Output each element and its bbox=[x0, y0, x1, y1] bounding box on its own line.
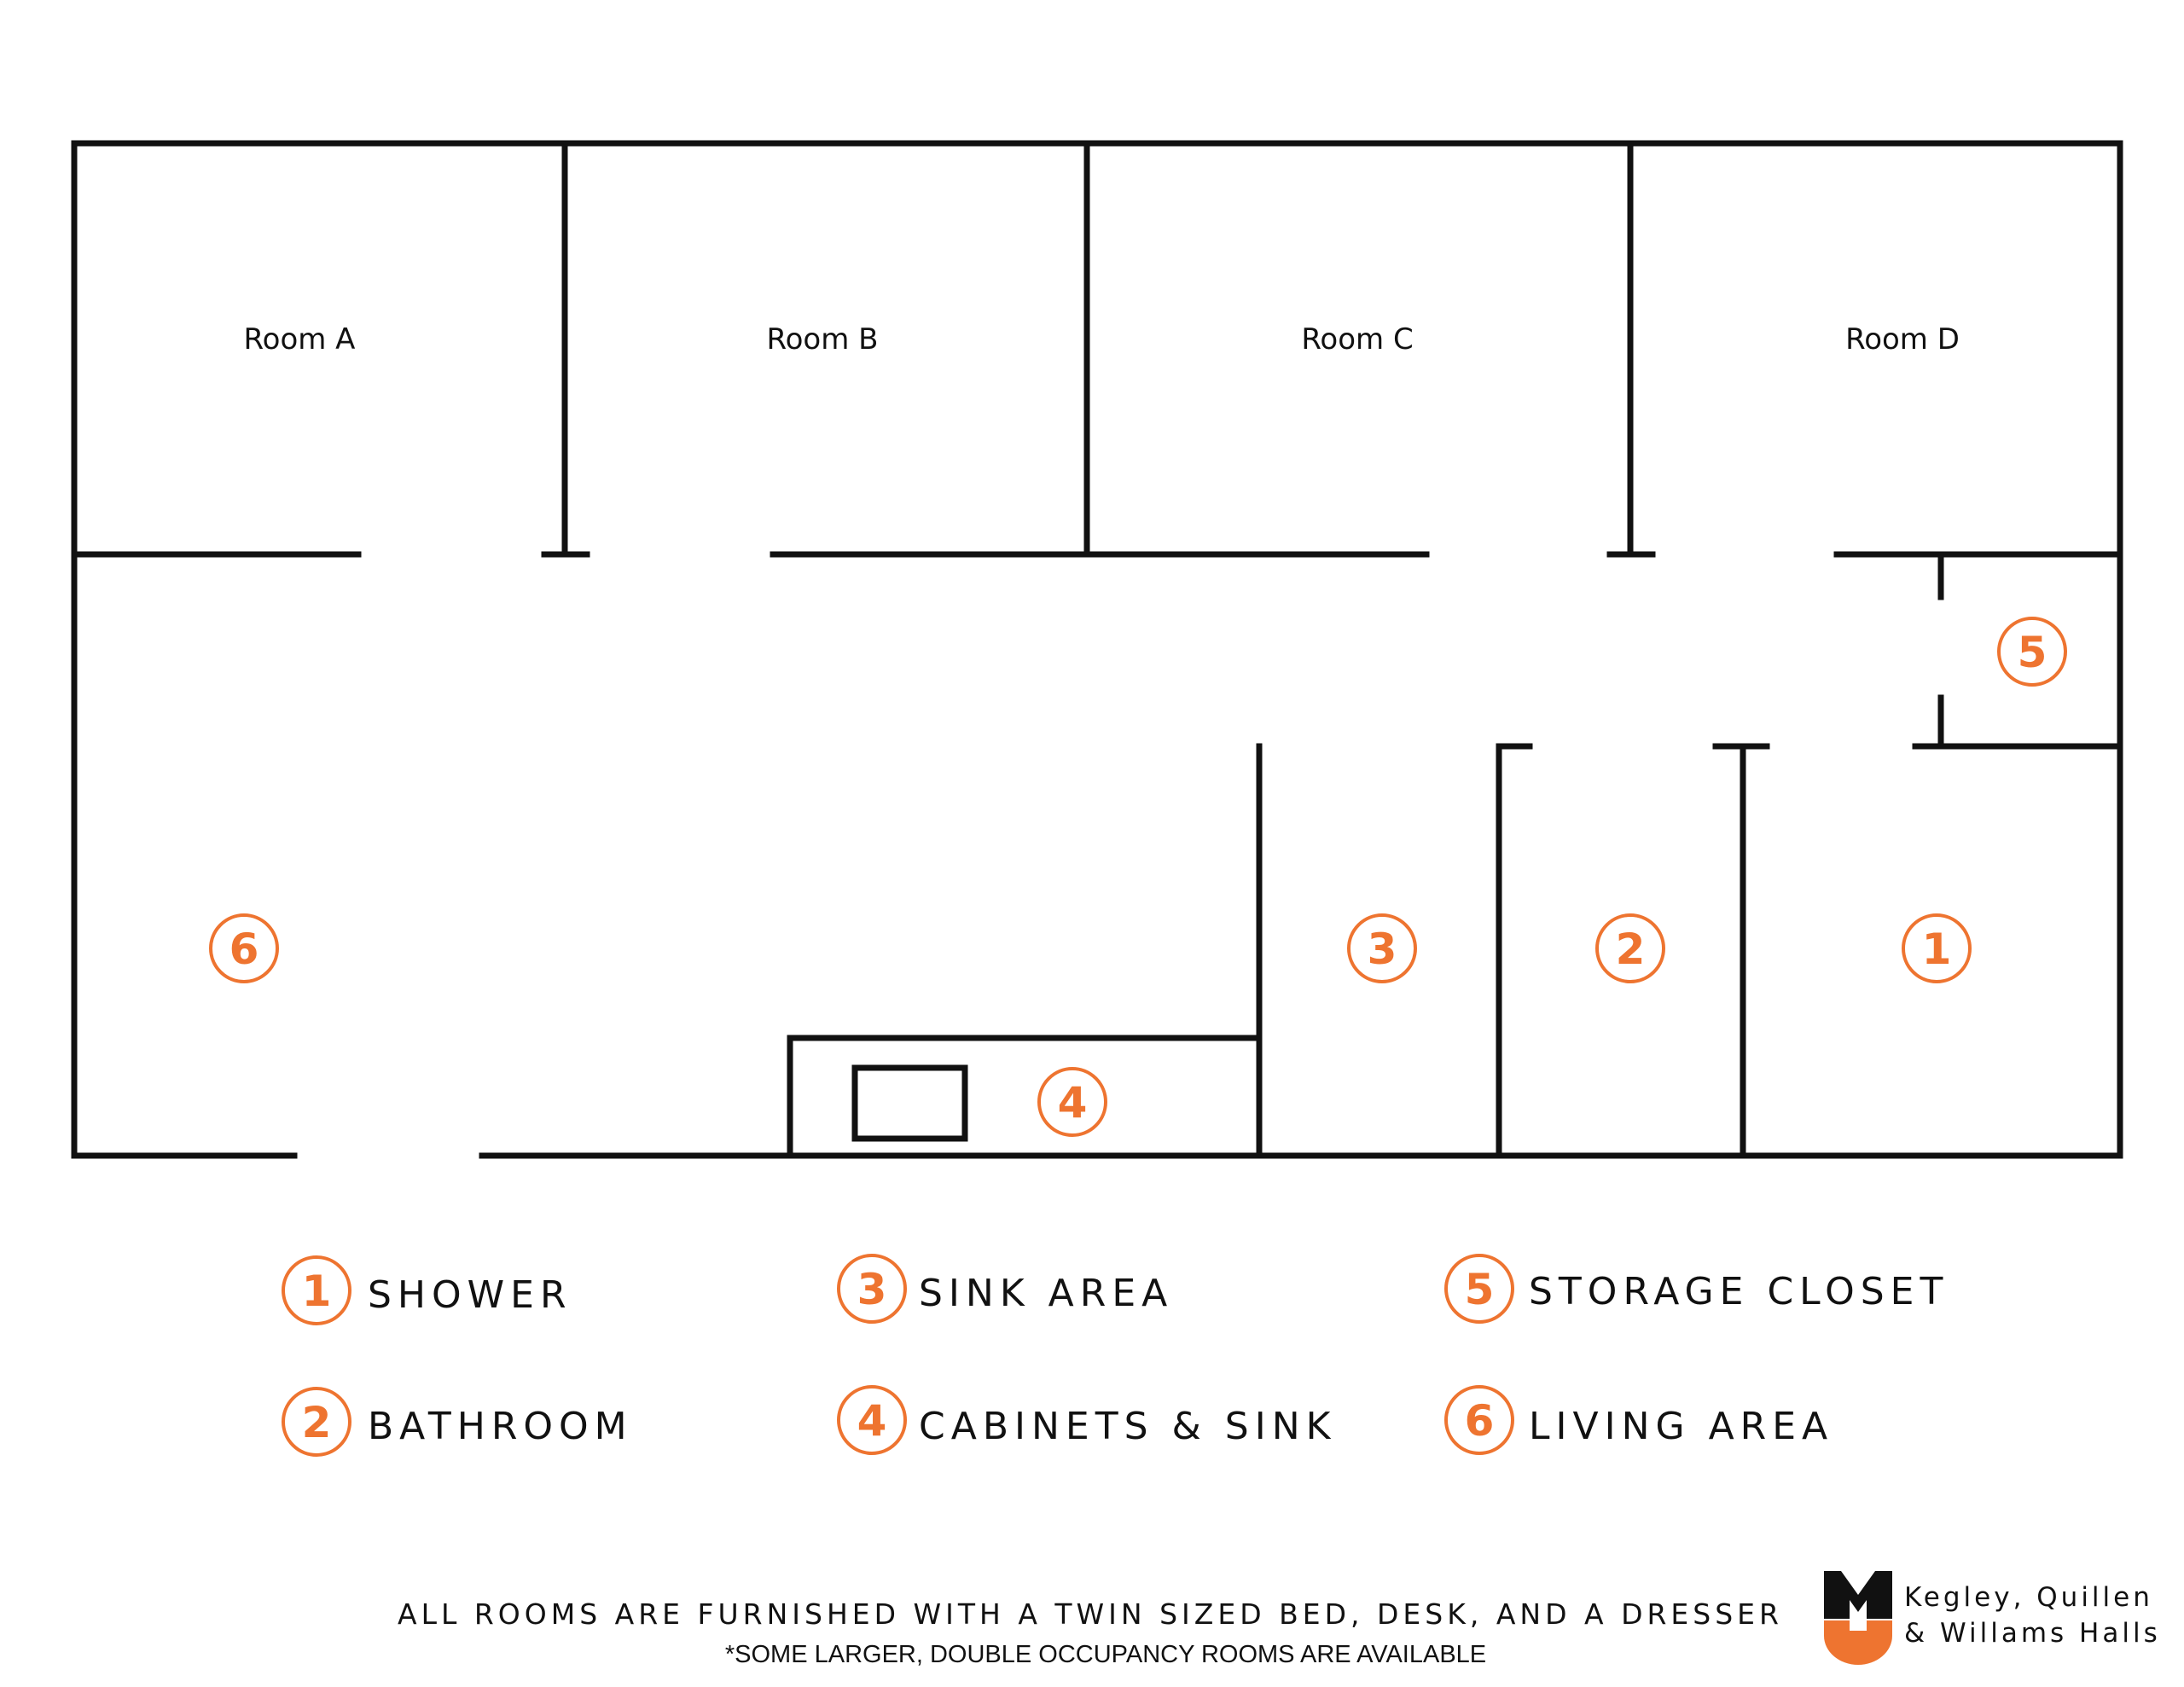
footer-furnishing-note: ALL ROOMS ARE FURNISHED WITH A TWIN SIZE… bbox=[398, 1597, 1783, 1631]
marker-cabinets-sink-number: 4 bbox=[1058, 1078, 1088, 1128]
walls bbox=[71, 140, 2123, 1159]
legend-item-label: CABINETS & SINK bbox=[919, 1405, 1336, 1448]
room-b-label: Room B bbox=[767, 322, 879, 357]
footer: ALL ROOMS ARE FURNISHED WITH A TWIN SIZE… bbox=[398, 1597, 1783, 1668]
room-d-label: Room D bbox=[1845, 322, 1960, 357]
legend-item: 1 SHOWER bbox=[282, 1255, 572, 1325]
marker-shower-number: 1 bbox=[1922, 925, 1952, 974]
legend-item-number: 5 bbox=[1465, 1265, 1495, 1314]
legend-item: 5 STORAGE CLOSET bbox=[1444, 1254, 1949, 1324]
marker-sink-area-number: 3 bbox=[1368, 925, 1397, 974]
marker-sink-area: 3 bbox=[1347, 913, 1417, 983]
marker-living-area-number: 6 bbox=[229, 925, 259, 974]
brand-logo-icon bbox=[1824, 1571, 1892, 1665]
marker-bathroom-number: 2 bbox=[1616, 925, 1646, 974]
marker-bathroom: 2 bbox=[1595, 913, 1665, 983]
marker-storage-closet-number: 5 bbox=[2018, 628, 2048, 677]
marker-storage-closet: 5 bbox=[1997, 617, 2067, 687]
legend-item-number: 4 bbox=[857, 1396, 887, 1446]
brand: Kegley, Quillen & Willams Halls bbox=[1824, 1571, 2161, 1665]
brand-name-line-1: Kegley, Quillen bbox=[1904, 1582, 2153, 1613]
legend-item-label: STORAGE CLOSET bbox=[1529, 1270, 1949, 1313]
room-a-label: Room A bbox=[244, 322, 356, 357]
room-c-label: Room C bbox=[1301, 322, 1413, 357]
counter-sink bbox=[851, 1064, 968, 1142]
footer-double-occupancy-note: *SOME LARGER, DOUBLE OCCUPANCY ROOMS ARE… bbox=[725, 1641, 1486, 1668]
legend-item: 4 CABINETS & SINK bbox=[837, 1385, 1336, 1455]
legend-item-label: SHOWER bbox=[368, 1273, 572, 1317]
brand-name-line-2: & Willams Halls bbox=[1904, 1618, 2161, 1649]
legend-item-number: 2 bbox=[302, 1398, 332, 1447]
legend-item-label: SINK AREA bbox=[919, 1272, 1173, 1315]
marker-living-area: 6 bbox=[209, 913, 279, 983]
legend-item-number: 3 bbox=[857, 1265, 887, 1314]
room-labels: Room A Room B Room C Room D bbox=[244, 322, 1960, 357]
legend-item-label: LIVING AREA bbox=[1529, 1405, 1833, 1448]
legend-item-number: 1 bbox=[302, 1267, 332, 1316]
legend-item: 6 LIVING AREA bbox=[1444, 1385, 1833, 1455]
legend-item-number: 6 bbox=[1465, 1396, 1495, 1446]
legend-item: 2 BATHROOM bbox=[282, 1387, 633, 1457]
legend-item-label: BATHROOM bbox=[368, 1405, 633, 1448]
marker-cabinets-sink: 4 bbox=[1037, 1067, 1107, 1137]
legend-item: 3 SINK AREA bbox=[837, 1254, 1173, 1324]
plan-markers: 5 6 3 2 1 4 bbox=[209, 617, 2067, 1137]
legend: 1 SHOWER 2 BATHROOM 3 SINK AREA 4 CABINE… bbox=[282, 1254, 1949, 1457]
marker-shower: 1 bbox=[1902, 913, 1972, 983]
